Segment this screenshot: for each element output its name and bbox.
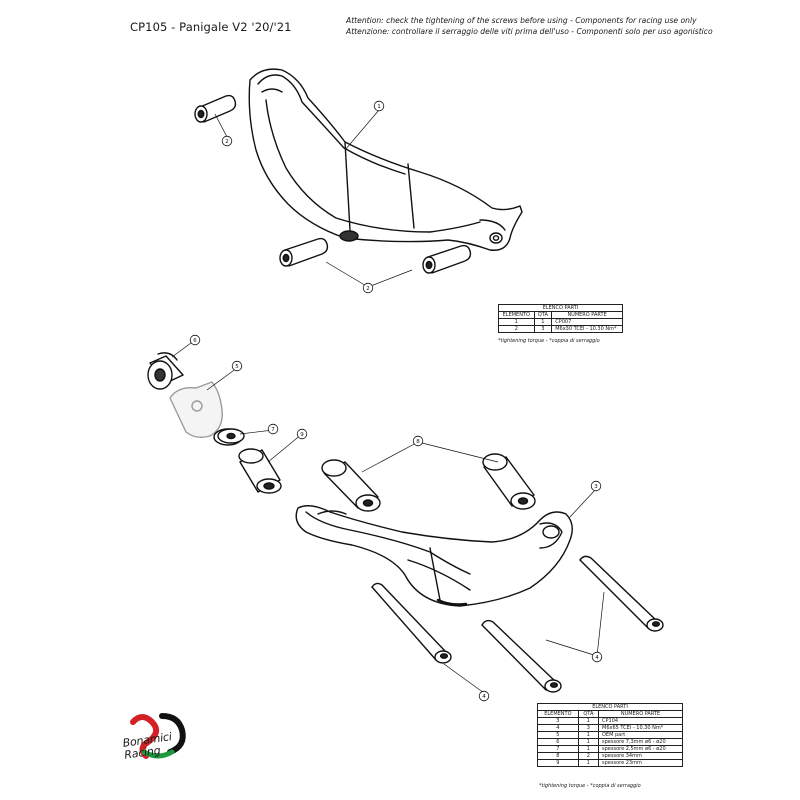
col-header-qta: QTÀ: [577, 710, 600, 718]
part-9-spacer: [238, 448, 282, 494]
col-header-numero-parte: NUMERO PARTE: [598, 710, 683, 718]
table-cell: OEM part: [598, 731, 683, 739]
table-cell: 5: [537, 731, 579, 739]
part-8-spacer-b: [482, 453, 536, 510]
bonamici-logo-icon: [130, 713, 186, 759]
col-header-elemento: ELEMENTO: [498, 311, 535, 319]
callout-8: 8: [416, 439, 420, 445]
callout-9: 9: [300, 432, 304, 438]
col-header-numero-parte: NUMERO PARTE: [551, 311, 623, 319]
table-cell: 4: [537, 724, 579, 732]
callout-7: 7: [271, 427, 275, 433]
table-cell: 9: [537, 759, 579, 767]
callout-2-bottom: 2: [366, 286, 370, 292]
callout-4-right: 4: [595, 655, 599, 661]
table-cell: 1: [577, 745, 600, 753]
part-6-spacer: [147, 352, 184, 390]
part-7-washer: [213, 428, 245, 446]
table-cell: 3: [537, 717, 579, 725]
parts-table-2-title: ELENCO PARTI: [537, 703, 683, 711]
table-cell: 8: [537, 752, 579, 760]
table-cell: spessore 7,3mm ø6 - ø20: [598, 738, 683, 746]
table-cell: M6x30 TCEI - 10.30 Nm*: [551, 325, 623, 333]
table-cell: M6x65 TCEI - 10.30 Nm*: [598, 724, 683, 732]
table-cell: 6: [537, 738, 579, 746]
part-8-spacer-a: [321, 459, 381, 512]
table-cell: 3: [533, 325, 553, 333]
table-1-note: *tightening torque - *coppia di serraggi…: [498, 338, 600, 344]
attention-english: Attention: check the tightening of the s…: [346, 16, 697, 25]
table-cell: 2: [577, 752, 600, 760]
parts-table-1: ELENCO PARTI ELEMENTO QTÀ NUMERO PARTE 1…: [498, 304, 623, 333]
part-1-cover-guard: [248, 68, 523, 251]
table-cell: 2: [498, 325, 535, 333]
col-header-elemento: ELEMENTO: [537, 710, 579, 718]
attention-italian: Attenzione: controllare il serraggio del…: [346, 27, 713, 36]
part-2-screw-a: [194, 94, 237, 123]
part-4-long-screw-b: [481, 619, 562, 693]
part-2-screw-b: [279, 237, 329, 267]
table-cell: spessore 34mm: [598, 752, 683, 760]
part-3-slider-bracket: [295, 505, 573, 607]
table-cell: spessore 2,5mm ø6 - ø20: [598, 745, 683, 753]
callout-5: 5: [235, 364, 239, 370]
table-cell: spessore 23mm: [598, 759, 683, 767]
parts-table-1-title: ELENCO PARTI: [498, 304, 623, 312]
table-cell: 1: [498, 318, 535, 326]
part-5-oem-bracket: [169, 381, 223, 439]
callout-3: 3: [594, 484, 598, 490]
part-2-screw-c: [422, 244, 472, 274]
callout-4-left: 4: [482, 694, 486, 700]
callout-2-top: 2: [225, 139, 229, 145]
parts-table-2: ELENCO PARTI ELEMENTO QTÀ NUMERO PARTE 3…: [537, 703, 683, 767]
table-cell: 7: [537, 745, 579, 753]
table-cell: 1: [577, 717, 600, 725]
part-4-long-screw-c: [579, 555, 664, 632]
col-header-qta: QTÀ: [533, 311, 553, 319]
table-cell: 1: [533, 318, 553, 326]
table-cell: 1: [577, 759, 600, 767]
table-cell: 1: [577, 731, 600, 739]
table-cell: 1: [577, 738, 600, 746]
callout-6: 6: [193, 338, 197, 344]
table-2-note: *tightening torque - *coppia di serraggi…: [539, 783, 641, 789]
drawing-title: CP105 - Panigale V2 '20/'21: [130, 20, 292, 34]
callout-1: 1: [377, 104, 381, 110]
table-cell: CP007: [551, 318, 623, 326]
part-4-long-screw-a: [371, 582, 452, 664]
table-cell: 3: [577, 724, 600, 732]
table-cell: CP104: [598, 717, 683, 725]
